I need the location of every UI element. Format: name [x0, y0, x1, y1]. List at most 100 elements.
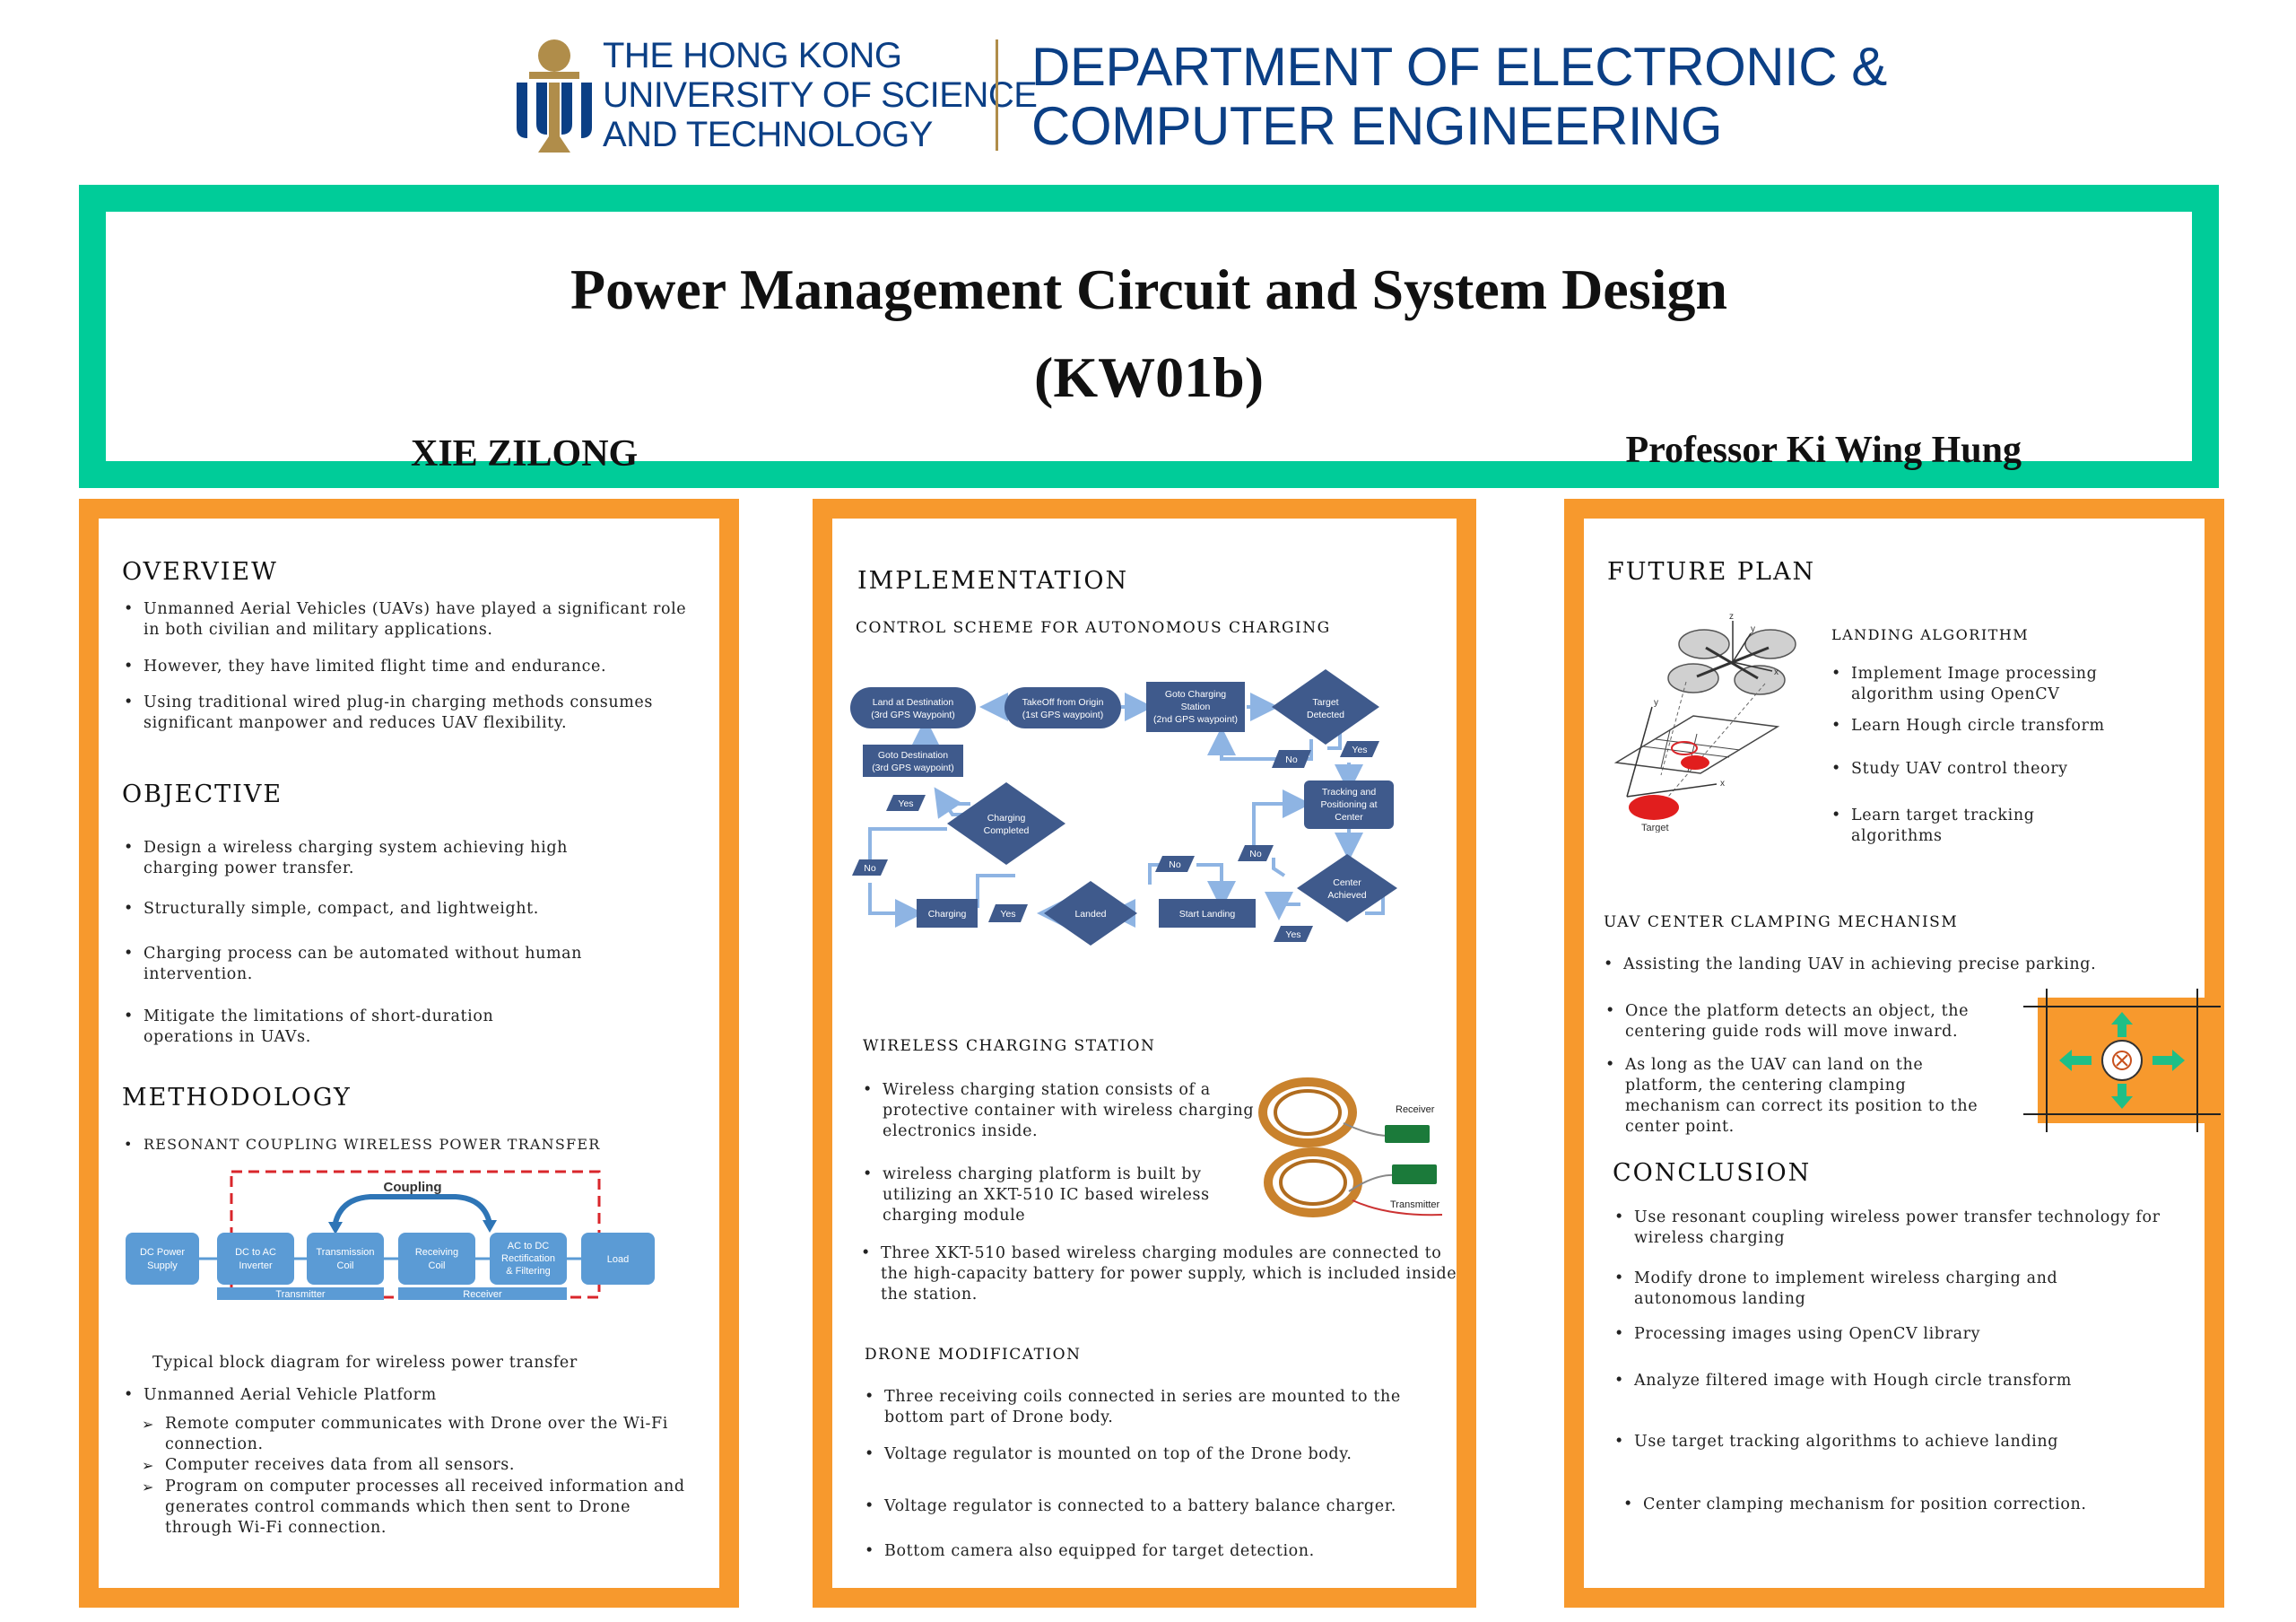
- svg-text:& Filtering: & Filtering: [506, 1266, 551, 1277]
- block-dc-ac-inverter: DC to AC Inverter: [217, 1233, 294, 1285]
- landing-diagram: z y x y x Target: [1613, 612, 1796, 833]
- svg-text:Load: Load: [607, 1254, 629, 1265]
- coil-photo: Receiver Transmitter: [1258, 1077, 1443, 1217]
- header: THE HONG KONG UNIVERSITY OF SCIENCE AND …: [502, 32, 1887, 158]
- list-item: •Use resonant coupling wireless power tr…: [1614, 1208, 2161, 1247]
- diagram-caption: Typical block diagram for wireless power…: [152, 1354, 578, 1372]
- svg-text:(3rd GPS waypoint): (3rd GPS waypoint): [872, 763, 954, 773]
- svg-text:Goto Destination: Goto Destination: [878, 750, 948, 761]
- svg-text:z: z: [1729, 612, 1734, 622]
- list-item: •Charging process can be automated witho…: [124, 945, 583, 983]
- future-plan-heading: FUTURE PLAN: [1607, 558, 1816, 586]
- list-item: •Use target tracking algorithms to achie…: [1614, 1433, 2059, 1451]
- list-item: •Unmanned Aerial Vehicles (UAVs) have pl…: [124, 600, 687, 639]
- list-item: •Structurally simple, compact, and light…: [124, 900, 539, 918]
- list-item: •Unmanned Aerial Vehicle Platform: [124, 1386, 437, 1404]
- list-item: •Study UAV control theory: [1831, 760, 2068, 778]
- block-receiving-coil: Receiving Coil: [398, 1233, 475, 1285]
- list-item: •Bottom camera also equipped for target …: [865, 1542, 1315, 1560]
- svg-text:Goto Charging: Goto Charging: [1165, 689, 1226, 700]
- coil-transmitter-label: Transmitter: [1390, 1199, 1440, 1210]
- svg-text:Transmission: Transmission: [317, 1247, 375, 1258]
- svg-text:Receiving: Receiving: [415, 1247, 458, 1258]
- objective-heading: OBJECTIVE: [122, 780, 283, 808]
- list-item: •Three XKT-510 based wireless charging m…: [861, 1244, 1457, 1304]
- list-item: •Center clamping mechanism for position …: [1623, 1496, 2087, 1513]
- list-item: •Once the platform detects an object, th…: [1605, 1002, 1970, 1041]
- list-item: •Processing images using OpenCV library: [1614, 1325, 1981, 1343]
- svg-text:TakeOff from Origin: TakeOff from Origin: [1022, 697, 1104, 708]
- flow-takeoff: TakeOff from Origin (1st GPS waypoint): [1004, 687, 1121, 728]
- clamping-heading: UAV CENTER CLAMPING MECHANISM: [1604, 913, 1959, 931]
- svg-text:No: No: [1169, 859, 1181, 870]
- coil-receiver-label: Receiver: [1396, 1104, 1435, 1115]
- column-left: OVERVIEW •Unmanned Aerial Vehicles (UAVs…: [79, 499, 739, 1608]
- svg-text:Positioning at: Positioning at: [1320, 799, 1377, 810]
- list-item: •wireless charging platform is built by …: [863, 1165, 1210, 1225]
- svg-text:(2nd GPS waypoint): (2nd GPS waypoint): [1153, 714, 1238, 725]
- svg-text:y: y: [1751, 624, 1755, 634]
- list-item: •Implement Image processing algorithm us…: [1831, 665, 2098, 703]
- list-item: •Analyze filtered image with Hough circl…: [1614, 1372, 2072, 1390]
- list-item: •Learn target tracking algorithms: [1831, 807, 2035, 845]
- svg-text:Land at Destination: Land at Destination: [873, 697, 954, 708]
- list-item: •Using traditional wired plug-in chargin…: [124, 693, 653, 732]
- svg-text:Coil: Coil: [337, 1260, 354, 1271]
- list-item: •Voltage regulator is mounted on top of …: [865, 1445, 1352, 1463]
- flow-yes-label: Yes: [1340, 741, 1379, 757]
- svg-text:Coil: Coil: [429, 1260, 446, 1271]
- svg-text:Yes: Yes: [898, 798, 913, 809]
- drone-heading: DRONE MODIFICATION: [865, 1346, 1082, 1364]
- svg-text:Start Landing: Start Landing: [1179, 909, 1236, 920]
- conclusion-heading: CONCLUSION: [1613, 1159, 1812, 1187]
- list-item: •Learn Hough circle transform: [1831, 717, 2105, 735]
- svg-text:No: No: [864, 863, 876, 874]
- svg-text:Station: Station: [1181, 702, 1211, 712]
- flow-no-label: No: [1272, 750, 1311, 768]
- column-middle: IMPLEMENTATION CONTROL SCHEME FOR AUTONO…: [813, 499, 1476, 1608]
- list-item: ➢Computer receives data from all sensors…: [142, 1456, 515, 1474]
- flow-yes-label: Yes: [886, 795, 926, 811]
- transmitter-label: Transmitter: [275, 1289, 326, 1300]
- list-item: •As long as the UAV can land on the plat…: [1605, 1056, 1979, 1136]
- list-item: ➢Remote computer communicates with Drone…: [142, 1415, 668, 1453]
- control-scheme-heading: CONTROL SCHEME FOR AUTONOMOUS CHARGING: [856, 619, 1331, 637]
- flow-charging: Charging: [917, 899, 978, 928]
- svg-text:Charging: Charging: [928, 909, 967, 920]
- svg-text:No: No: [1285, 754, 1298, 765]
- flow-landed: Landed: [1044, 881, 1137, 946]
- block-dc-supply: DC Power Supply: [126, 1233, 199, 1285]
- receiver-label: Receiver: [463, 1289, 502, 1300]
- header-divider: [996, 39, 998, 151]
- list-item: •Assisting the landing UAV in achieving …: [1604, 955, 2097, 973]
- flow-no-label: No: [1155, 856, 1195, 872]
- svg-text:Yes: Yes: [1000, 909, 1015, 920]
- svg-text:Center: Center: [1333, 877, 1361, 888]
- clamping-diagram: [2023, 989, 2221, 1132]
- project-code: (KW01b): [1034, 345, 1264, 409]
- list-item: ➢Program on computer processes all recei…: [142, 1478, 685, 1537]
- list-item: •Three receiving coils connected in seri…: [865, 1388, 1401, 1426]
- landing-algorithm-heading: LANDING ALGORITHM: [1831, 626, 2030, 643]
- svg-text:Detected: Detected: [1307, 710, 1344, 720]
- poster-title: Power Management Circuit and System Desi…: [570, 257, 1727, 321]
- flow-land-destination: Land at Destination (3rd GPS Waypoint): [850, 687, 976, 728]
- control-flowchart: Land at Destination (3rd GPS Waypoint) T…: [850, 669, 1397, 946]
- flow-goto-station: Goto Charging Station (2nd GPS waypoint): [1146, 682, 1245, 732]
- flow-center-achieved: Center Achieved: [1297, 854, 1397, 922]
- flow-no-label: No: [852, 859, 888, 876]
- flow-start-landing: Start Landing: [1159, 899, 1256, 928]
- university-name: THE HONG KONG UNIVERSITY OF SCIENCE AND …: [603, 36, 1038, 154]
- svg-text:No: No: [1249, 849, 1262, 859]
- svg-text:Rectification: Rectification: [501, 1253, 555, 1264]
- block-transmission-coil: Transmission Coil: [307, 1233, 384, 1285]
- supervisor-name: Professor Ki Wing Hung: [1625, 430, 2022, 471]
- block-rectification: AC to DC Rectification & Filtering: [490, 1233, 567, 1285]
- target-label: Target: [1641, 823, 1669, 833]
- svg-text:Yes: Yes: [1352, 745, 1367, 755]
- department-name: DEPARTMENT OF ELECTRONIC & COMPUTER ENGI…: [1031, 37, 1887, 156]
- list-item: •Wireless charging station consists of a…: [863, 1081, 1255, 1140]
- implementation-heading: IMPLEMENTATION: [857, 567, 1129, 595]
- svg-text:x: x: [1774, 667, 1779, 677]
- list-item: •RESONANT COUPLING WIRELESS POWER TRANSF…: [124, 1136, 601, 1153]
